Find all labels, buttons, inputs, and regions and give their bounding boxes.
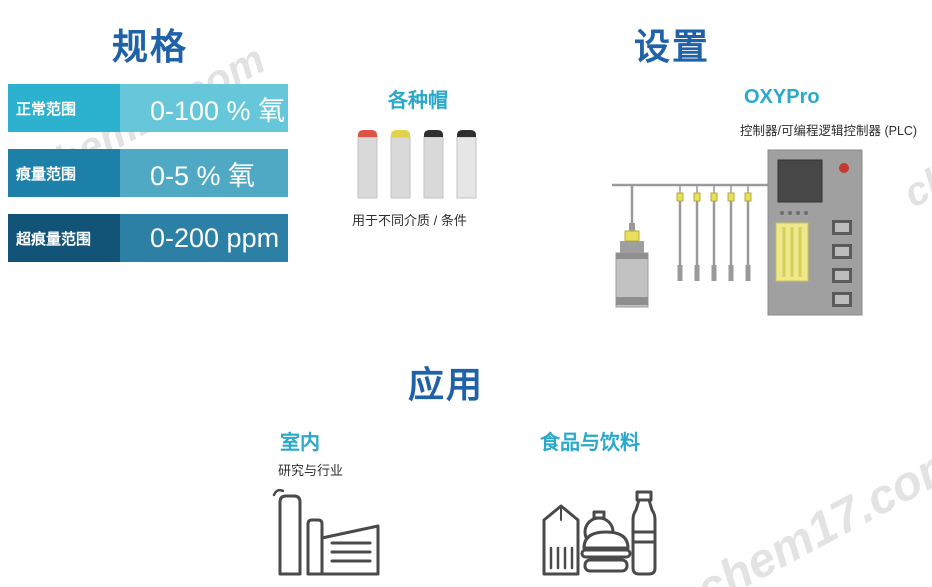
spec-label: 超痕量范围 [8, 214, 120, 262]
black-cap-icon [423, 130, 444, 199]
milk-carton-icon [542, 504, 580, 576]
red-cap-icon [357, 130, 378, 199]
caps-caption: 用于不同介质 / 条件 [352, 213, 467, 228]
plc-controller-icon [767, 149, 863, 316]
yellow-cap-icon [390, 130, 411, 199]
bottle-icon [631, 490, 657, 576]
spec-table: 正常范围 0-100 % 氧 痕量范围 0-5 % 氧 超痕量范围 0-200 … [8, 84, 288, 279]
watermark-bottom-right: chem17.com [687, 433, 932, 587]
food-and-beverage-icon [542, 490, 657, 576]
setup-heading: 设置 [633, 26, 710, 67]
product-name: OXYPro [744, 86, 820, 108]
spec-label: 正常范围 [8, 84, 120, 132]
application-indoor-sublabel: 研究与行业 [278, 463, 344, 478]
applications-heading: 应用 [407, 364, 484, 405]
spec-value: 0-100 % 氧 [120, 84, 288, 132]
spec-value: 0-5 % 氧 [120, 149, 288, 197]
smoke-puff [272, 488, 285, 497]
status-led [839, 163, 849, 173]
spec-row-ultratrace-range: 超痕量范围 0-200 ppm [8, 214, 288, 262]
sensor-caps-icons [357, 130, 477, 199]
application-food-label: 食品与饮料 [540, 432, 640, 454]
probe-icons [676, 185, 752, 281]
controller-buttons [832, 220, 852, 307]
setup-subtitle: 控制器/可编程逻辑控制器 (PLC) [740, 124, 918, 138]
specs-heading: 规格 [111, 26, 188, 67]
burger-icon [580, 530, 632, 573]
application-indoor-label: 室内 [280, 432, 320, 454]
spec-value: 0-200 ppm [120, 214, 288, 262]
oxygen-sensor-icon [615, 223, 649, 308]
watermark-right-edge: chem17.com [896, 63, 932, 217]
black-cap-icon [456, 130, 477, 199]
controller-screen [777, 159, 823, 203]
spec-label: 痕量范围 [8, 149, 120, 197]
factory-icon [272, 488, 380, 576]
caps-title: 各种帽 [388, 90, 448, 112]
sensor-plc-diagram [612, 149, 863, 316]
spec-row-normal-range: 正常范围 0-100 % 氧 [8, 84, 288, 132]
spec-row-trace-range: 痕量范围 0-5 % 氧 [8, 149, 288, 197]
cable-lines [612, 183, 768, 231]
